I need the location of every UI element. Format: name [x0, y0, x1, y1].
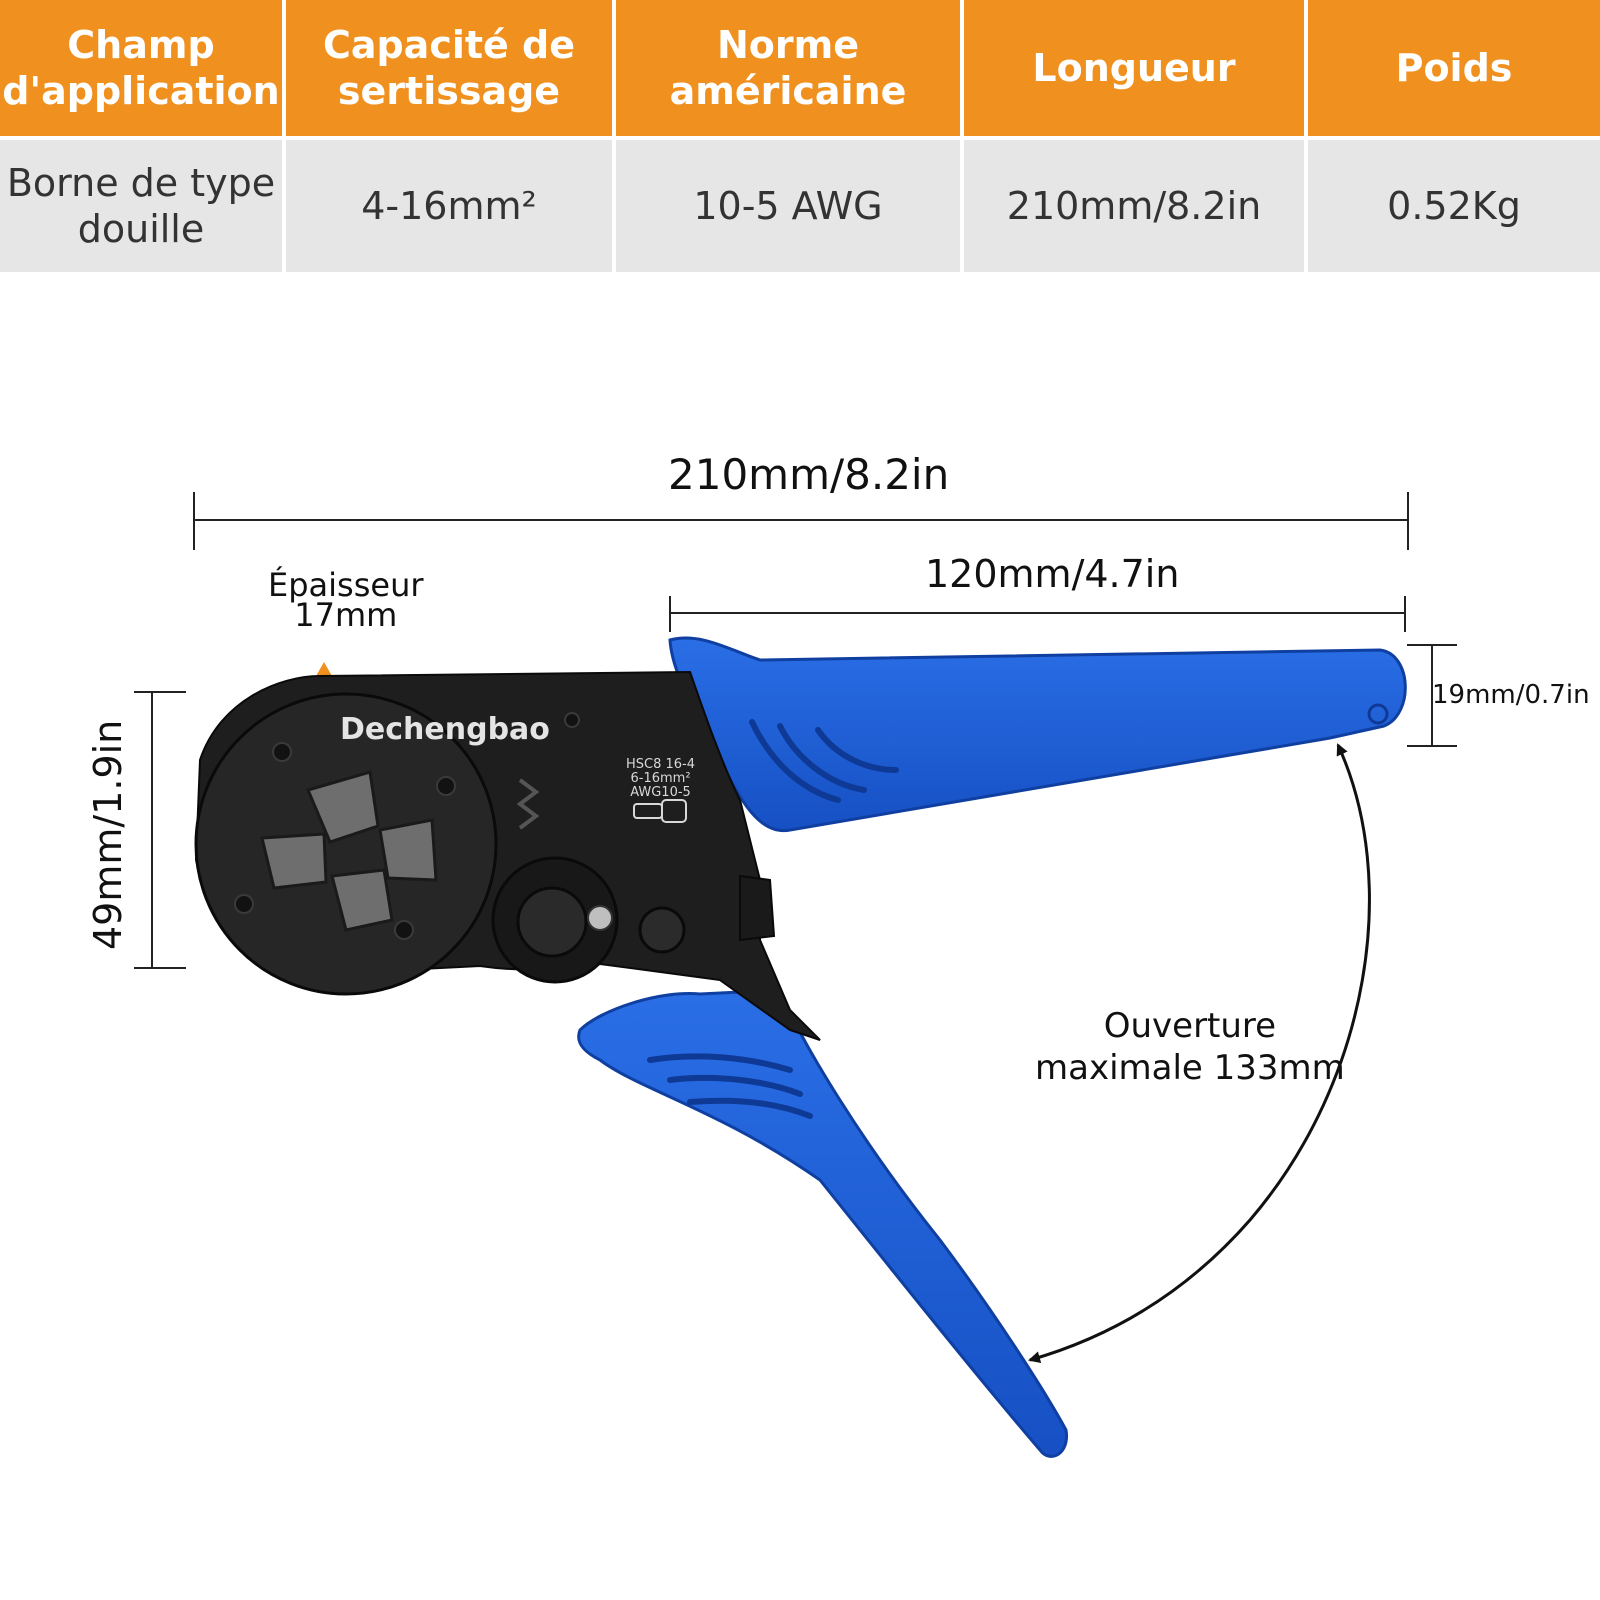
- crimping-head: [194, 692, 498, 996]
- total-length-dimension: [193, 492, 1409, 550]
- handle-length-dimension: [669, 596, 1406, 632]
- header-application-field: Champ d'application: [2, 23, 280, 113]
- spec-header-row: Champ d'application Capacité de sertissa…: [0, 0, 1600, 136]
- model-line-1: HSC8 16-4: [626, 757, 696, 772]
- lower-handle-grip-ribs: [647, 1053, 813, 1119]
- thickness-title: Épaisseur: [268, 566, 424, 604]
- ratchet-gear: [491, 856, 686, 984]
- value-application-field: Borne de type douille: [6, 161, 276, 251]
- upper-handle-grip-ribs: [749, 719, 899, 803]
- ferrule-icon: [633, 799, 687, 823]
- column-divider: [960, 0, 964, 272]
- crimping-dies: [260, 770, 438, 932]
- thickness-label: Épaisseur 17mm: [268, 566, 424, 634]
- max-opening-line2: maximale 133mm: [1035, 1048, 1345, 1088]
- header-length: Longueur: [1032, 46, 1236, 90]
- model-marking: HSC8 16-4 6-16mm² AWG10-5: [626, 758, 695, 800]
- handle-length-label: 120mm/4.7in: [925, 552, 1180, 596]
- model-line-3: AWG10-5: [630, 785, 691, 800]
- value-weight: 0.52Kg: [1387, 184, 1521, 228]
- max-opening-label: Ouverture maximale 133mm: [1035, 1005, 1345, 1089]
- column-divider: [282, 0, 286, 272]
- spec-table: Champ d'application Capacité de sertissa…: [0, 0, 1600, 272]
- spring: [516, 778, 540, 830]
- rivets: [234, 712, 580, 940]
- header-american-standard: Norme américaine: [669, 23, 907, 113]
- header-crimping-capacity: Capacité de sertissage: [322, 23, 576, 113]
- upper-handle: [668, 636, 1407, 833]
- total-length-label: 210mm/8.2in: [668, 450, 950, 499]
- grip-width-label: 19mm/0.7in: [1432, 680, 1590, 710]
- grip-width-dimension: [1407, 644, 1457, 747]
- column-divider: [1304, 0, 1308, 272]
- thickness-value: 17mm: [294, 596, 398, 634]
- column-divider: [612, 0, 616, 272]
- release-lever: [739, 874, 776, 942]
- table-row-divider: [0, 136, 1600, 140]
- head-height-dimension: [134, 691, 186, 969]
- value-length: 210mm/8.2in: [1006, 184, 1262, 228]
- brand-logo-text: Dechengbao: [340, 712, 550, 747]
- value-american-standard: 10-5 AWG: [693, 184, 883, 228]
- spec-value-row: Borne de type douille 4-16mm² 10-5 AWG 2…: [0, 140, 1600, 272]
- value-crimping-capacity: 4-16mm²: [361, 184, 537, 228]
- head-height-label: 49mm/1.9in: [86, 719, 130, 950]
- max-opening-arc: [1028, 743, 1371, 1364]
- max-opening-line1: Ouverture: [1103, 1006, 1277, 1046]
- model-line-2: 6-16mm²: [630, 771, 691, 786]
- hang-hole: [1367, 703, 1389, 725]
- header-weight: Poids: [1395, 46, 1513, 90]
